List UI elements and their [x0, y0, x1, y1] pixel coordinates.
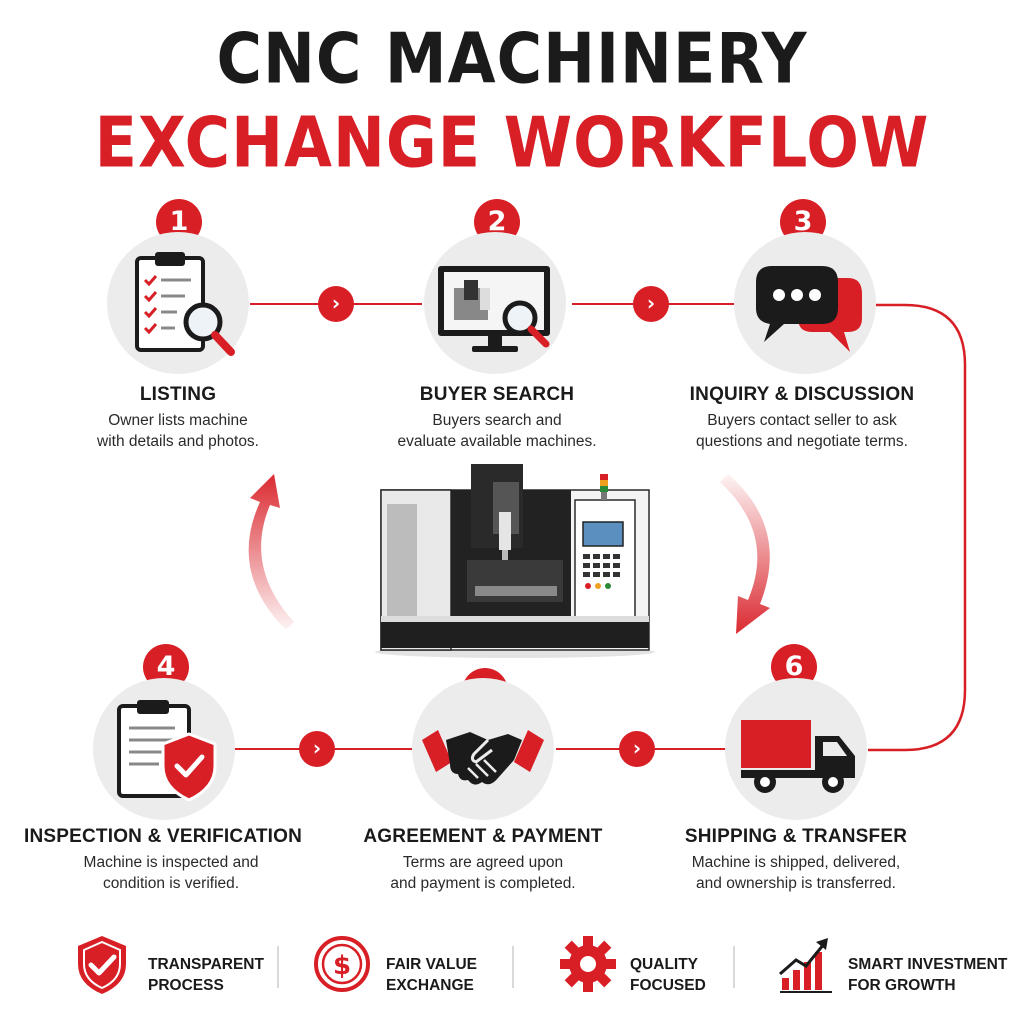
handshake-icon	[422, 730, 544, 785]
step-description-line: Machine is shipped, delivered,	[691, 854, 901, 871]
footer-label: FAIR VALUE EXCHANGE	[386, 954, 477, 996]
step-title: LISTING	[139, 384, 217, 405]
step-icon-circle	[107, 232, 249, 374]
chevron-right-icon: ›	[633, 286, 669, 322]
step-description-line: Machine is inspected and	[83, 854, 259, 871]
chat-bubbles-icon	[756, 266, 862, 352]
footer-label-line: FAIR VALUE	[386, 956, 477, 973]
step-title: AGREEMENT & PAYMENT	[363, 826, 603, 847]
footer-item-quality-focused: QUALITY FOCUSED	[558, 932, 728, 1002]
footer-divider	[277, 946, 279, 988]
step-description: Machine is inspected and condition is ve…	[31, 852, 311, 894]
step-description: Owner lists machine with details and pho…	[38, 410, 318, 452]
footer-label-line: TRANSPARENT	[148, 956, 264, 973]
step-description-line: questions and negotiate terms.	[696, 433, 908, 450]
step-description: Machine is shipped, delivered, and owner…	[656, 852, 936, 894]
step-title: INQUIRY & DISCUSSION	[689, 384, 915, 405]
footer-label-line: EXCHANGE	[386, 977, 474, 994]
footer-label: SMART INVESTMENT FOR GROWTH	[848, 954, 1007, 996]
step-description-line: and ownership is transferred.	[696, 875, 896, 892]
step-title: BUYER SEARCH	[419, 384, 575, 405]
chevron-right-icon: ›	[299, 731, 335, 767]
clipboard-checklist-magnifier-icon	[135, 252, 235, 356]
step-icon-circle	[412, 678, 554, 820]
step-description-line: and payment is completed.	[390, 875, 576, 892]
step-description: Buyers contact seller to ask questions a…	[662, 410, 942, 452]
step-description-line: Buyers contact seller to ask	[707, 412, 897, 429]
chevron-right-icon: ›	[619, 731, 655, 767]
footer-item-fair-value-exchange: $ FAIR VALUE EXCHANGE	[312, 932, 502, 1002]
monitor-magnifier-icon	[438, 266, 550, 352]
dollar-coin-icon: $	[314, 936, 370, 992]
step-description-line: with details and photos.	[97, 433, 259, 450]
footer-label: TRANSPARENT PROCESS	[148, 954, 264, 996]
truck-icon	[741, 720, 855, 793]
step-description: Terms are agreed upon and payment is com…	[343, 852, 623, 894]
title-line-1: CNC MACHINERY	[216, 17, 808, 100]
step-description: Buyers search and evaluate available mac…	[357, 410, 637, 452]
svg-text:$: $	[333, 951, 351, 981]
clipboard-shield-icon	[117, 700, 217, 802]
cnc-machine-illustration	[375, 464, 655, 658]
gear-icon	[560, 936, 616, 992]
footer-label-line: FOR GROWTH	[848, 977, 956, 994]
step-description-line: condition is verified.	[102, 875, 240, 892]
step-description-line: Owner lists machine	[108, 412, 248, 429]
step-description-line: evaluate available machines.	[397, 433, 597, 450]
curved-arrow-left-icon	[248, 474, 294, 630]
shield-check-icon	[78, 936, 126, 994]
footer-label-line: SMART INVESTMENT	[848, 956, 1008, 973]
title-line-2: EXCHANGE WORKFLOW	[94, 101, 930, 184]
step-description-line: Terms are agreed upon	[402, 854, 564, 871]
curved-arrow-right-icon	[720, 474, 770, 634]
step-title: INSPECTION & VERIFICATION	[23, 826, 303, 847]
step-icon-circle	[93, 678, 235, 820]
step-title: SHIPPING & TRANSFER	[684, 826, 908, 847]
chevron-right-icon: ›	[318, 286, 354, 322]
footer-label-line: PROCESS	[148, 977, 224, 994]
step-description-line: Buyers search and	[432, 412, 562, 429]
footer-item-smart-investment: SMART INVESTMENT FOR GROWTH	[776, 932, 1007, 1002]
footer-item-transparent-process: TRANSPARENT PROCESS	[74, 932, 274, 1002]
step-icon-circle	[734, 232, 876, 374]
footer-divider	[512, 946, 514, 988]
step-icon-circle	[725, 678, 867, 820]
step-icon-circle	[424, 232, 566, 374]
footer-label: QUALITY FOCUSED	[630, 954, 706, 996]
footer-label-line: QUALITY	[630, 956, 699, 973]
footer-label-line: FOCUSED	[630, 977, 706, 994]
growth-chart-icon	[779, 938, 832, 993]
footer-divider	[733, 946, 735, 988]
